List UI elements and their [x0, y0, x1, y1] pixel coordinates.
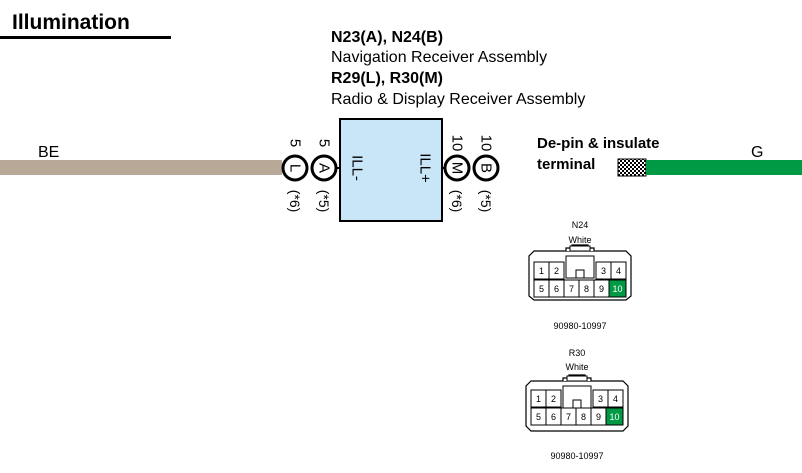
connector-r30-pin-3: 3 — [598, 394, 603, 404]
terminal-b-note: (*5) — [478, 190, 494, 213]
terminal-l-letter: L — [287, 164, 304, 172]
connector-r30-name: R30 — [569, 348, 586, 358]
connector-r30-pin-6: 6 — [551, 412, 556, 422]
connector-n24-part-number: 90980-10997 — [553, 321, 606, 331]
component-code-line-2: R29(L), R30(M) — [331, 70, 443, 87]
terminal-l-pin: 5 — [287, 139, 304, 147]
connector-n24-pin-1: 1 — [539, 266, 544, 276]
connector-r30-color: White — [565, 362, 588, 372]
component-code-line-1: N23(A), N24(B) — [331, 29, 443, 46]
terminal-a-pin: 5 — [316, 139, 333, 147]
connector-r30-highlight — [605, 407, 624, 426]
connector-n24: N24 White 1 2 3 4 5 6 7 8 9 10 90980-109… — [528, 220, 632, 331]
connector-r30-pin-1: 1 — [536, 394, 541, 404]
terminal-m-note: (*6) — [449, 190, 465, 213]
connector-n24-pin-2: 2 — [554, 266, 559, 276]
connector-n24-pin-8: 8 — [584, 284, 589, 294]
connector-r30: R30 White 1 2 3 4 5 6 7 8 9 10 90980-109… — [525, 348, 629, 461]
connector-n24-pin-3: 3 — [601, 266, 606, 276]
terminal-m: M — [443, 154, 471, 182]
terminal-l: L — [281, 154, 309, 182]
connector-r30-pin-10: 10 — [609, 412, 619, 422]
connector-r30-pin-5: 5 — [536, 412, 541, 422]
connector-n24-highlight — [608, 279, 627, 298]
connector-r30-pin-2: 2 — [551, 394, 556, 404]
terminal-a: A — [310, 154, 338, 182]
terminal-m-letter: M — [449, 162, 466, 175]
wire-g-label: G — [751, 144, 763, 161]
pin-label-ill-plus: ILL+ — [417, 153, 434, 183]
insulated-terminal — [617, 158, 647, 177]
terminal-l-note: (*6) — [287, 190, 303, 213]
connector-n24-pin-5: 5 — [539, 284, 544, 294]
pin-label-ill-minus: ILL- — [349, 155, 366, 181]
terminal-a-note: (*5) — [316, 190, 332, 213]
connector-n24-name: N24 — [572, 220, 589, 230]
connector-r30-pin-8: 8 — [581, 412, 586, 422]
connector-n24-pin-4: 4 — [616, 266, 621, 276]
component-name-line-1: Navigation Receiver Assembly — [331, 49, 547, 66]
wire-be-label: BE — [38, 144, 59, 161]
connector-r30-part-number: 90980-10997 — [550, 451, 603, 461]
terminal-a-letter: A — [316, 163, 333, 173]
connector-n24-pin-10: 10 — [612, 284, 622, 294]
connector-r30-pin-9: 9 — [596, 412, 601, 422]
connector-r30-pin-4: 4 — [613, 394, 618, 404]
depin-note-line-2: terminal — [537, 156, 595, 173]
terminal-b: B — [472, 154, 500, 182]
connector-r30-pin-7: 7 — [566, 412, 571, 422]
connector-n24-pin-6: 6 — [554, 284, 559, 294]
terminal-b-pin: 10 — [478, 135, 495, 152]
section-title: Illumination — [12, 11, 130, 34]
connector-n24-pin-9: 9 — [599, 284, 604, 294]
connector-n24-color: White — [568, 235, 591, 245]
wire-be — [0, 160, 282, 175]
component-name-line-2: Radio & Display Receiver Assembly — [331, 91, 585, 108]
terminal-m-pin: 10 — [449, 135, 466, 152]
terminal-b-letter: B — [478, 163, 495, 173]
depin-note-line-1: De-pin & insulate — [537, 135, 660, 152]
connector-n24-pin-7: 7 — [569, 284, 574, 294]
wire-g — [646, 160, 802, 175]
component-box — [339, 118, 443, 222]
title-underline — [0, 36, 171, 39]
